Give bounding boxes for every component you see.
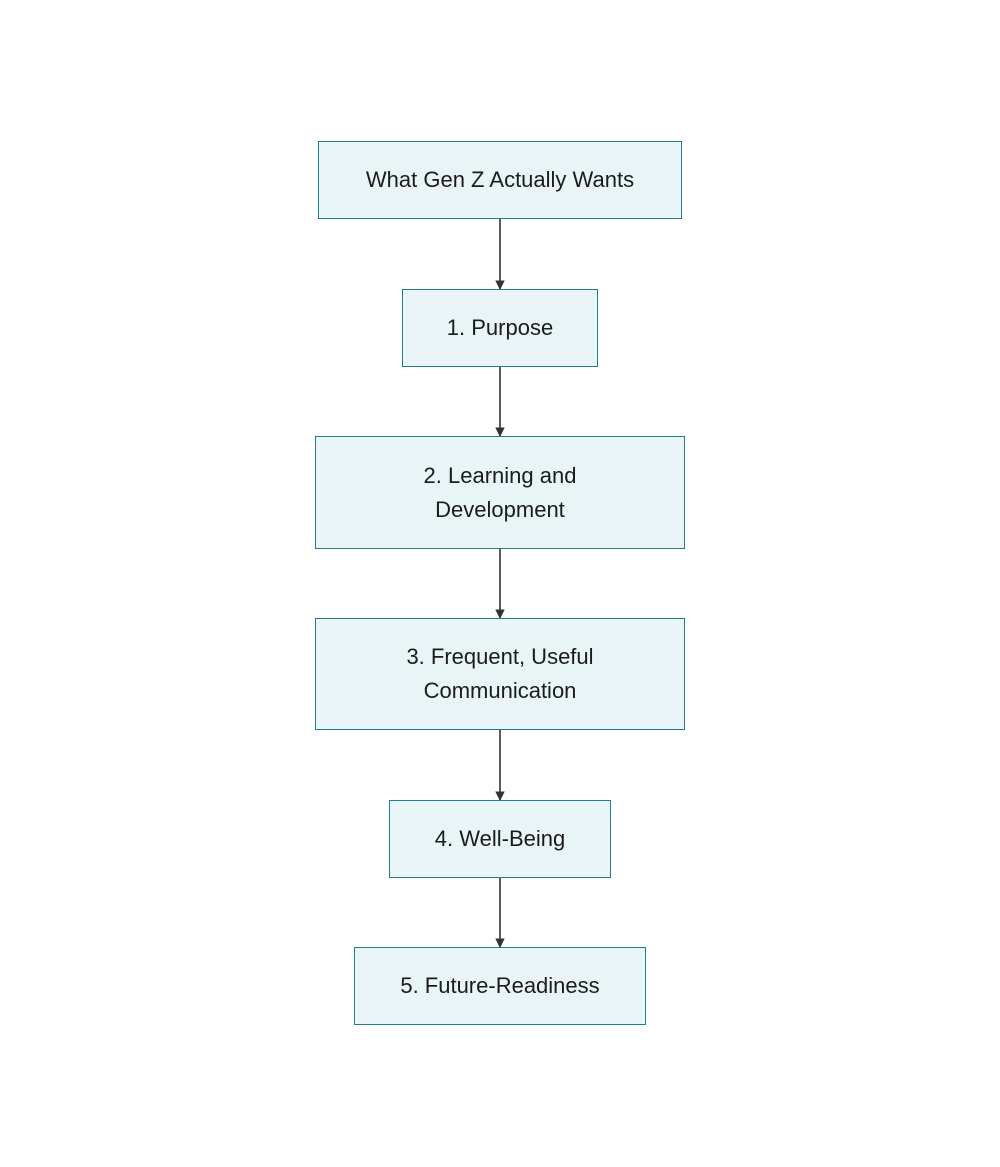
node-communication: 3. Frequent, Useful Communication	[315, 618, 685, 730]
node-root-label: What Gen Z Actually Wants	[365, 167, 635, 192]
node-learning-label: 2. Learning and Development	[423, 462, 577, 522]
node-wellbeing-label: 4. Well-Being	[434, 826, 566, 851]
node-wellbeing: 4. Well-Being	[389, 800, 611, 878]
node-future-label: 5. Future-Readiness	[400, 973, 600, 998]
node-communication-label: 3. Frequent, Useful Communication	[406, 644, 594, 703]
node-root: What Gen Z Actually Wants	[318, 141, 682, 219]
node-future: 5. Future-Readiness	[354, 947, 646, 1025]
node-learning: 2. Learning and Development	[315, 436, 685, 549]
node-purpose: 1. Purpose	[402, 289, 598, 367]
node-purpose-label: 1. Purpose	[446, 315, 554, 340]
